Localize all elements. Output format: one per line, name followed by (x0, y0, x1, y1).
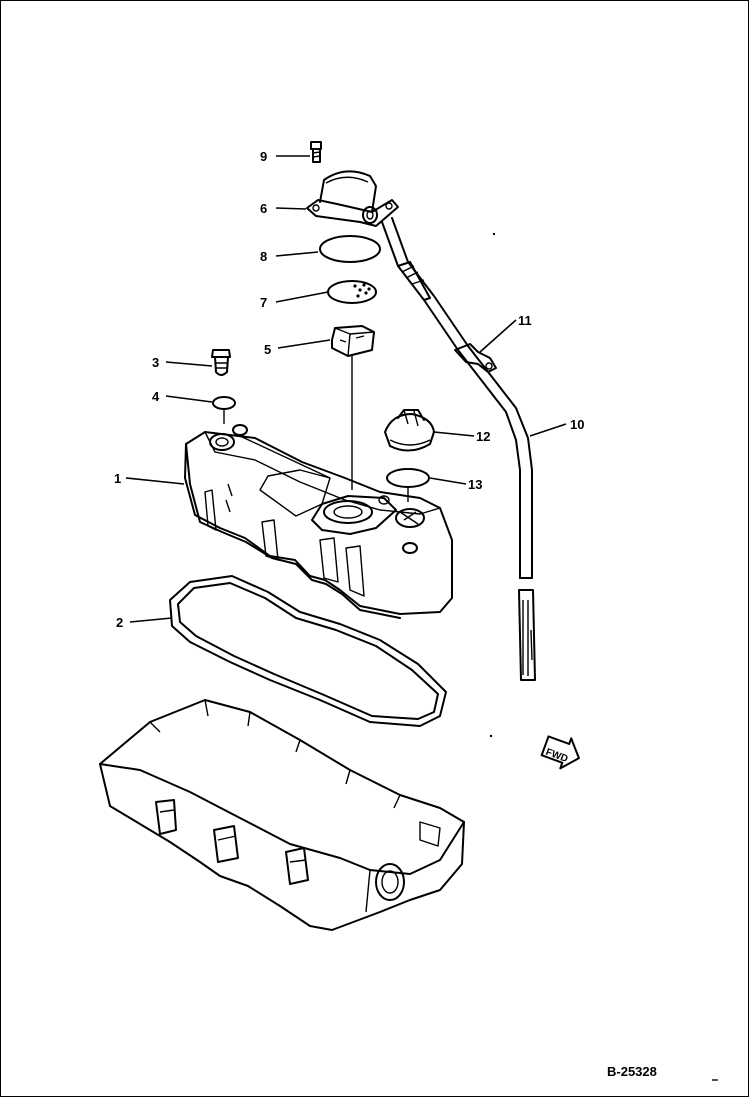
scan-specks (489, 232, 718, 1081)
part-o-ring-large (319, 235, 381, 263)
part-o-ring-cap (386, 468, 430, 488)
callout-9: 9 (260, 149, 267, 164)
assembly-guide-lines (223, 356, 409, 502)
part-breather-hose (381, 217, 536, 681)
part-gasket (169, 575, 447, 727)
callout-labels: 9 6 8 7 5 3 4 1 2 11 10 12 13 (114, 149, 584, 630)
part-head-cover (184, 424, 453, 619)
part-damper (331, 325, 375, 357)
part-breather-cover (306, 170, 399, 227)
callout-2: 2 (116, 615, 123, 630)
fwd-direction-marker: FWD (540, 735, 580, 770)
callout-leaders (125, 155, 567, 623)
callout-10: 10 (570, 417, 584, 432)
callout-1: 1 (114, 471, 121, 486)
callout-13: 13 (468, 477, 482, 492)
fwd-label: FWD (544, 747, 569, 765)
callout-5: 5 (264, 342, 271, 357)
part-plug (211, 349, 231, 376)
part-clamp (454, 343, 497, 373)
callout-4: 4 (152, 389, 160, 404)
callout-12: 12 (476, 429, 490, 444)
callout-11: 11 (518, 313, 532, 328)
part-filler-cap (384, 409, 435, 452)
callout-6: 6 (260, 201, 267, 216)
part-filter-element (327, 280, 377, 304)
callout-8: 8 (260, 249, 267, 264)
part-o-ring-small (212, 396, 236, 410)
callout-3: 3 (152, 355, 159, 370)
cylinder-head-block (99, 699, 465, 931)
drawing-number: B-25328 (607, 1064, 657, 1079)
part-bolt (310, 141, 322, 163)
callout-7: 7 (260, 295, 267, 310)
